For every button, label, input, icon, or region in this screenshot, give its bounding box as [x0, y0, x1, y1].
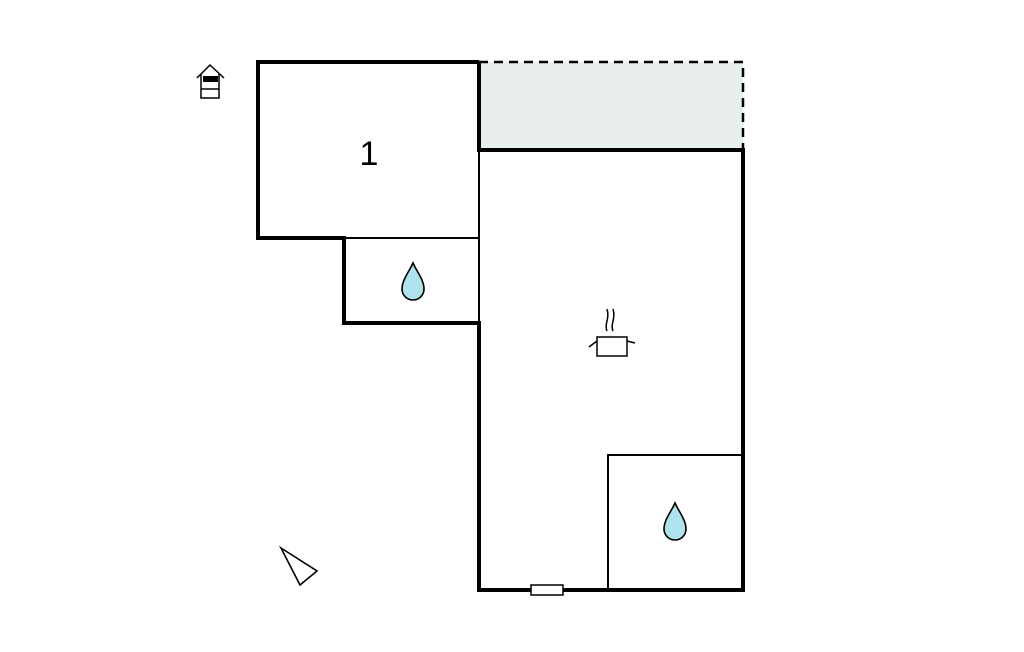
north-arrow-icon — [278, 545, 319, 587]
interior-walls — [344, 150, 743, 590]
cooking-pot-icon — [588, 308, 636, 357]
water-drop-icon — [401, 261, 425, 301]
house-floor-icon — [196, 63, 225, 99]
door-marker — [530, 584, 564, 596]
room-1-label: 1 — [360, 135, 379, 173]
terrace — [479, 60, 745, 150]
water-drop-icon — [663, 501, 687, 541]
